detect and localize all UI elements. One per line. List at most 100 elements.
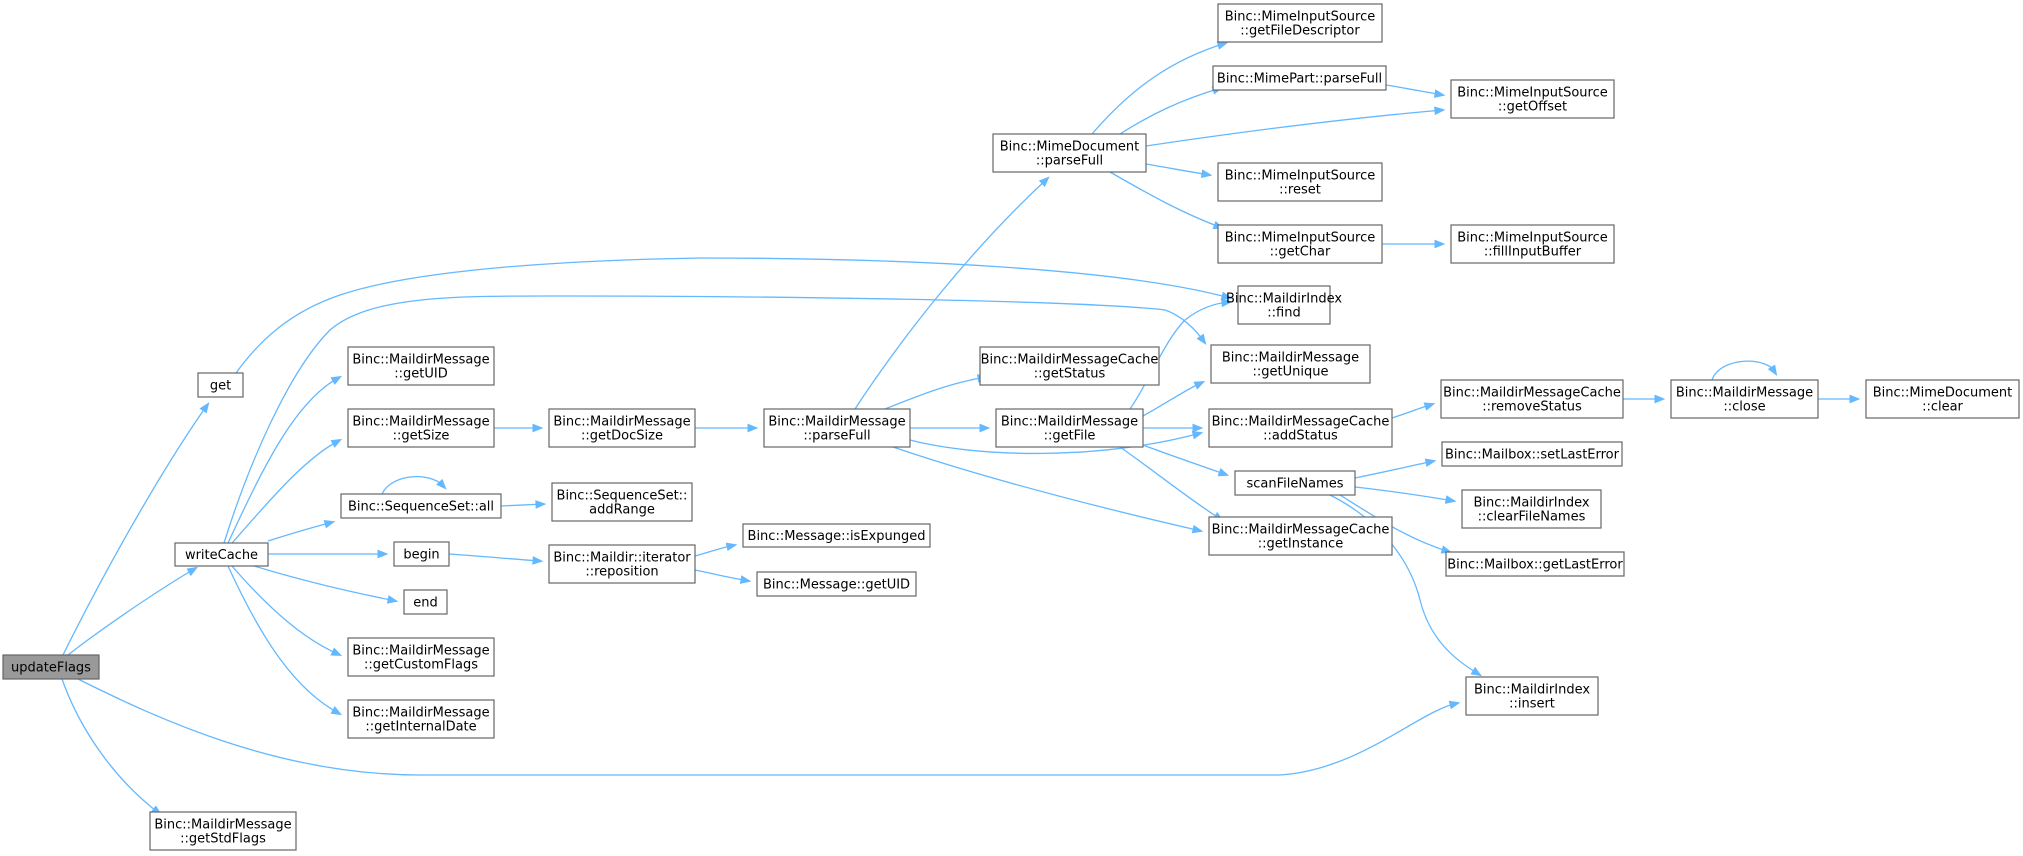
node-label-line: ::getDocSize [581, 429, 663, 444]
node-box [1450, 224, 1615, 264]
node-box [347, 637, 495, 677]
edge-writeCache-to-seqAll [267, 520, 336, 542]
edge-reposition-to-msgGetUID [694, 569, 752, 584]
node-clearFileNames[interactable]: Binc::MaildirIndex::clearFileNames [1461, 489, 1602, 529]
node-getSize[interactable]: Binc::MaildirMessage::getSize [347, 408, 495, 448]
node-getChar[interactable]: Binc::MimeInputSource::getChar [1217, 224, 1383, 264]
node-getUID[interactable]: Binc::MaildirMessage::getUID [347, 346, 495, 386]
node-removeStatus[interactable]: Binc::MaildirMessageCache::removeStatus [1440, 379, 1624, 419]
edge-arrowhead [725, 542, 738, 552]
edge-line [1142, 444, 1228, 476]
edge-line [1145, 163, 1211, 176]
node-box [1237, 285, 1331, 325]
edge-arrowhead [1470, 666, 1483, 677]
node-label-line: ::getOffset [1498, 100, 1567, 115]
node-writeCache[interactable]: writeCache [174, 542, 269, 567]
node-getDocSize[interactable]: Binc::MaildirMessage::getDocSize [548, 408, 696, 448]
node-label-line: Binc::MaildirMessageCache [1212, 523, 1390, 538]
node-box [1440, 379, 1624, 419]
node-label-line: ::getFile [1044, 429, 1096, 444]
edge-arrowhead [1654, 394, 1666, 404]
node-mmParseFull[interactable]: Binc::MaildirMessage::parseFull [763, 408, 911, 448]
edge-line [1091, 42, 1227, 135]
node-getUnique[interactable]: Binc::MaildirMessage::getUnique [1210, 344, 1371, 384]
node-getFileDescriptor[interactable]: Binc::MimeInputSource::getFileDescriptor [1217, 3, 1383, 43]
node-box [197, 372, 244, 398]
node-cacheGetStatus[interactable]: Binc::MaildirMessageCache::getStatus [979, 346, 1160, 386]
node-label-line: Binc::MaildirIndex [1473, 496, 1589, 511]
edge-arrowhead [330, 647, 343, 656]
node-label-line: ::close [1723, 400, 1765, 415]
node-reposition[interactable]: Binc::Maildir::iterator::reposition [548, 544, 696, 584]
node-getOffset[interactable]: Binc::MimeInputSource::getOffset [1450, 79, 1615, 119]
node-getInstance[interactable]: Binc::MaildirMessageCache::getInstance [1208, 516, 1393, 556]
node-getLastError[interactable]: Binc::Mailbox::getLastError [1445, 551, 1625, 577]
node-insert[interactable]: Binc::MaildirIndex::insert [1465, 676, 1599, 716]
edge-mdParseFull-to-reset [1145, 163, 1213, 178]
edge-updateFlags-to-getStdFlags [61, 678, 162, 816]
edge-mmParseFull-to-getInstance [892, 446, 1204, 534]
node-label-line: Binc::MimeInputSource [1225, 10, 1375, 25]
edge-mdParseFull-to-getOffset [1145, 106, 1446, 147]
node-find[interactable]: Binc::MaildirIndex::find [1226, 285, 1342, 325]
edge-writeCache-to-getInternalDate [227, 565, 343, 716]
node-get[interactable]: get [197, 372, 244, 398]
edge-line [67, 567, 197, 656]
node-label-line: Binc::MaildirMessageCache [1443, 386, 1621, 401]
node-begin[interactable]: begin [393, 541, 450, 567]
node-label-line: updateFlags [11, 661, 91, 676]
node-box [1445, 551, 1625, 577]
node-label-line: Binc::MaildirIndex [1474, 683, 1590, 698]
edge-arrowhead [532, 423, 544, 433]
node-updateFlags[interactable]: updateFlags [2, 654, 100, 680]
node-label-line: ::parseFull [803, 429, 870, 444]
node-fillInputBuffer[interactable]: Binc::MimeInputSource::fillInputBuffer [1450, 224, 1615, 264]
edge-arrowhead [1191, 524, 1204, 534]
edge-line [381, 476, 446, 495]
node-getCustomFlags[interactable]: Binc::MaildirMessage::getCustomFlags [347, 637, 495, 677]
node-reset[interactable]: Binc::MimeInputSource::reset [1217, 162, 1383, 202]
node-addStatus[interactable]: Binc::MaildirMessageCache::addStatus [1208, 408, 1393, 448]
edge-arrowhead [323, 520, 336, 529]
node-box [1208, 408, 1393, 448]
node-label-line: get [210, 379, 231, 394]
node-box [1441, 441, 1623, 467]
edge-line [1339, 494, 1451, 553]
edge-updateFlags-to-writeCache [67, 566, 199, 656]
edge-line [231, 565, 341, 656]
node-label-line: ::addStatus [1263, 429, 1338, 444]
node-mdClear[interactable]: Binc::MimeDocument::clear [1865, 379, 2020, 419]
node-close[interactable]: Binc::MaildirMessage::close [1670, 379, 1819, 419]
node-getStdFlags[interactable]: Binc::MaildirMessage::getStdFlags [149, 811, 297, 851]
edge-line [884, 376, 987, 410]
node-label-line: Binc::Mailbox::getLastError [1447, 558, 1623, 573]
node-setLastError[interactable]: Binc::Mailbox::setLastError [1441, 441, 1623, 467]
edge-arrowhead [535, 500, 547, 509]
node-mdParseFull[interactable]: Binc::MimeDocument::parseFull [992, 133, 1147, 173]
node-getInternalDate[interactable]: Binc::MaildirMessage::getInternalDate [347, 699, 495, 739]
node-label-line: Binc::MaildirMessage [1001, 415, 1138, 430]
edge-arrowhead [979, 423, 991, 433]
node-seqAll[interactable]: Binc::SequenceSet::all [340, 493, 502, 519]
edge-arrowhead [1217, 468, 1230, 477]
node-mpParseFull[interactable]: Binc::MimePart::parseFull [1212, 65, 1387, 91]
node-scanFileNames[interactable]: scanFileNames [1234, 470, 1356, 496]
edge-arrowhead [1216, 41, 1229, 50]
node-label-line: Binc::MaildirMessage [1676, 386, 1813, 401]
node-label-line: Binc::MaildirMessage [768, 415, 905, 430]
node-label-line: Binc::SequenceSet::all [348, 500, 494, 515]
edge-line [1119, 87, 1222, 135]
node-getFile[interactable]: Binc::MaildirMessage::getFile [995, 408, 1144, 448]
node-box [1234, 470, 1356, 496]
node-label-line: Binc::MaildirMessage [352, 415, 489, 430]
node-box [347, 699, 495, 739]
node-addRange[interactable]: Binc::SequenceSet::addRange [551, 482, 693, 522]
node-end[interactable]: end [403, 589, 448, 615]
edge-close-to-mdClear [1818, 394, 1861, 404]
edge-arrowhead [1191, 430, 1204, 440]
node-isExpunged[interactable]: Binc::Message::isExpunged [742, 523, 931, 548]
node-label-line: Binc::MimePart::parseFull [1217, 72, 1382, 87]
node-msgGetUID[interactable]: Binc::Message::getUID [756, 571, 917, 597]
node-box [347, 346, 495, 386]
